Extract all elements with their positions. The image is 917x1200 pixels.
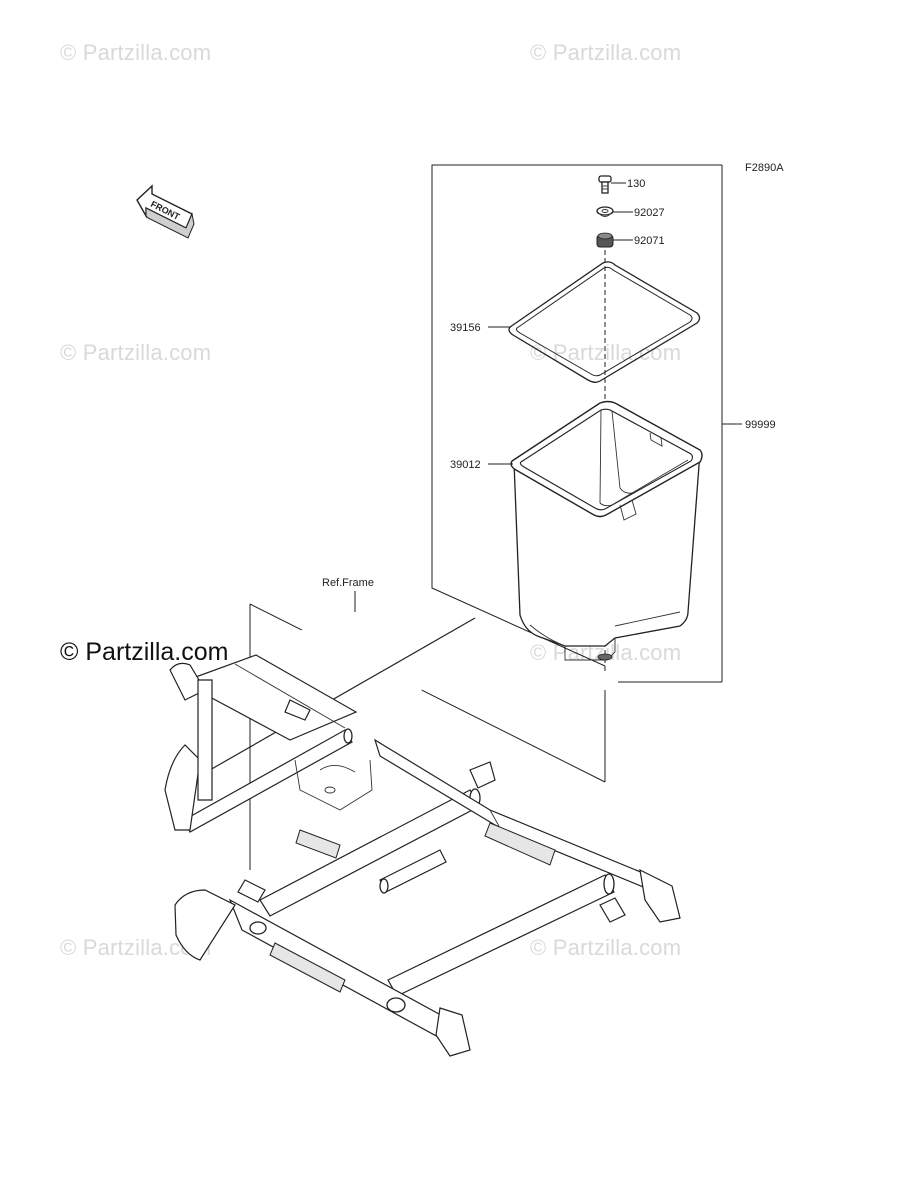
kit-bracket (431, 164, 742, 683)
watermark: © Partzilla.com (60, 340, 212, 365)
gasket-part (488, 261, 701, 383)
callout-92071: 92071 (634, 235, 665, 247)
callout-92027: 92027 (634, 207, 665, 219)
watermark: © Partzilla.com (60, 40, 212, 65)
grommet-part (596, 232, 633, 248)
bolt-part (598, 175, 626, 194)
washer-part (596, 206, 633, 217)
callout-99999: 99999 (745, 419, 776, 431)
storage-box-part (488, 400, 703, 661)
front-arrow-icon: FRONT (136, 184, 195, 239)
callout-130: 130 (627, 178, 645, 190)
callout-39156: 39156 (450, 322, 481, 334)
callout-39012: 39012 (450, 459, 481, 471)
diagram-code: F2890A (745, 162, 784, 174)
ref-frame-label: Ref.Frame (322, 577, 374, 589)
watermark: © Partzilla.com (530, 40, 682, 65)
watermark-strong: © Partzilla.com (60, 638, 229, 666)
watermark: © Partzilla.com (530, 935, 682, 960)
vehicle-frame (164, 611, 681, 1057)
